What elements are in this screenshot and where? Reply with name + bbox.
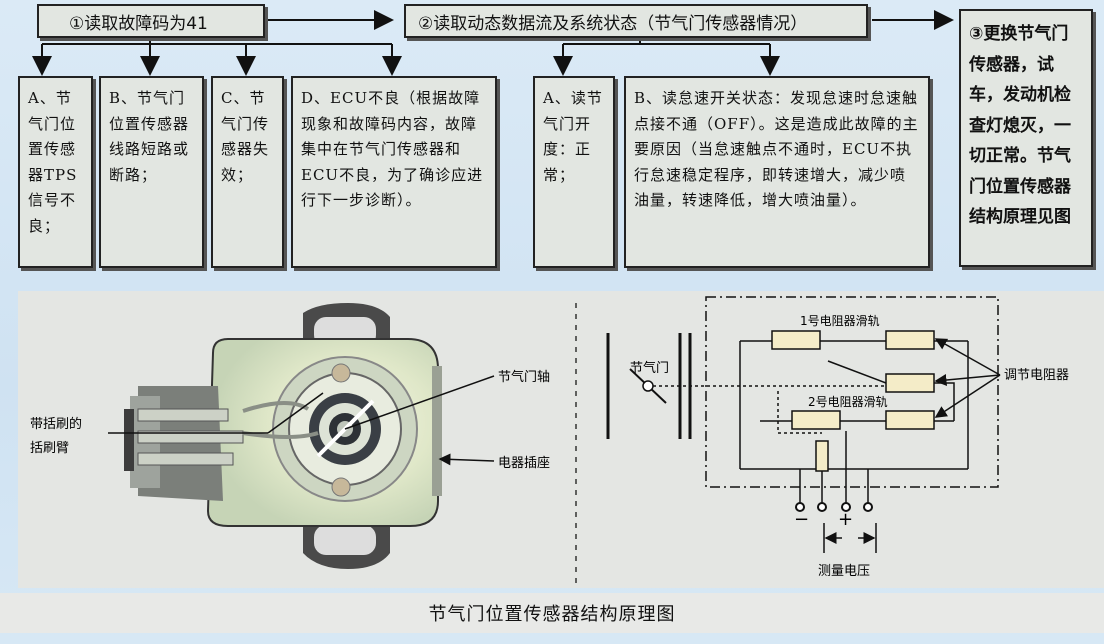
label-brush-arm-1: 带括刷的: [30, 416, 82, 432]
terminal-dots: [795, 502, 873, 512]
cause-a-text: A、节气门位置传感器TPS信号不良；: [28, 89, 78, 235]
cause-b-box: B、节气门位置传感器线路短路或断路；: [99, 76, 204, 268]
caption-text: 节气门位置传感器结构原理图: [428, 604, 676, 625]
check-b-text: B、读怠速开关状态：发现怠速时怠速触点接不通（OFF）。这是造成此故障的主要原因…: [634, 89, 919, 209]
cause-c-box: C、节气门传感器失效；: [211, 76, 284, 268]
check-b-box: B、读怠速开关状态：发现怠速时怠速触点接不通（OFF）。这是造成此故障的主要原因…: [624, 76, 930, 268]
circuit-diagram: [606, 296, 1001, 553]
label-brush-arm-2: 括刷臂: [30, 441, 69, 456]
label-track1: 1号电阻器滑轨: [800, 314, 880, 328]
cause-d-text: D、ECU不良（根据故障现象和故障码内容，故障集中在节气门传感器和ECU不良，为…: [301, 89, 484, 209]
check-a-text: A、读节气门开度：正常；: [543, 89, 603, 184]
step3-text: ③更换节气门传感器，试车，发动机检查灯熄灭，一切正常。节气门位置传感器结构原理见…: [969, 24, 1071, 227]
step1-text: ①读取故障码为41: [69, 13, 208, 34]
diagram-svg: 节气门轴 带括刷的 括刷臂 电器插座: [30, 296, 1069, 588]
step3-box: ③更换节气门传感器，试车，发动机检查灯熄灭，一切正常。节气门位置传感器结构原理见…: [959, 9, 1093, 267]
step2-box: ②读取动态数据流及系统状态（节气门传感器情况）: [404, 4, 868, 38]
label-measure: 测量电压: [818, 564, 870, 579]
step2-text: ②读取动态数据流及系统状态（节气门传感器情况）: [418, 13, 808, 34]
label-minus: −: [794, 509, 809, 530]
label-shaft: 节气门轴: [498, 369, 550, 385]
flow-connectors: [32, 10, 954, 76]
label-throttle: 节气门: [630, 360, 669, 376]
caption-bar: 节气门位置传感器结构原理图: [0, 593, 1104, 633]
cause-d-box: D、ECU不良（根据故障现象和故障码内容，故障集中在节气门传感器和ECU不良，为…: [291, 76, 497, 268]
label-adjust: 调节电阻器: [1004, 368, 1069, 383]
step1-box: ①读取故障码为41: [37, 4, 265, 38]
check-a-box: A、读节气门开度：正常；: [533, 76, 615, 268]
label-track2: 2号电阻器滑轨: [808, 395, 888, 409]
label-connector: 电器插座: [498, 456, 550, 471]
leader-connector: [438, 453, 495, 466]
cause-b-text: B、节气门位置传感器线路短路或断路；: [109, 89, 190, 184]
cause-c-text: C、节气门传感器失效；: [221, 89, 270, 184]
leader-shaft: [344, 375, 495, 430]
sensor-illustration: [124, 303, 442, 569]
cause-a-box: A、节气门位置传感器TPS信号不良；: [18, 76, 93, 268]
diagram-panel: 节气门轴 带括刷的 括刷臂 电器插座: [18, 291, 1104, 588]
label-plus: +: [838, 509, 853, 530]
